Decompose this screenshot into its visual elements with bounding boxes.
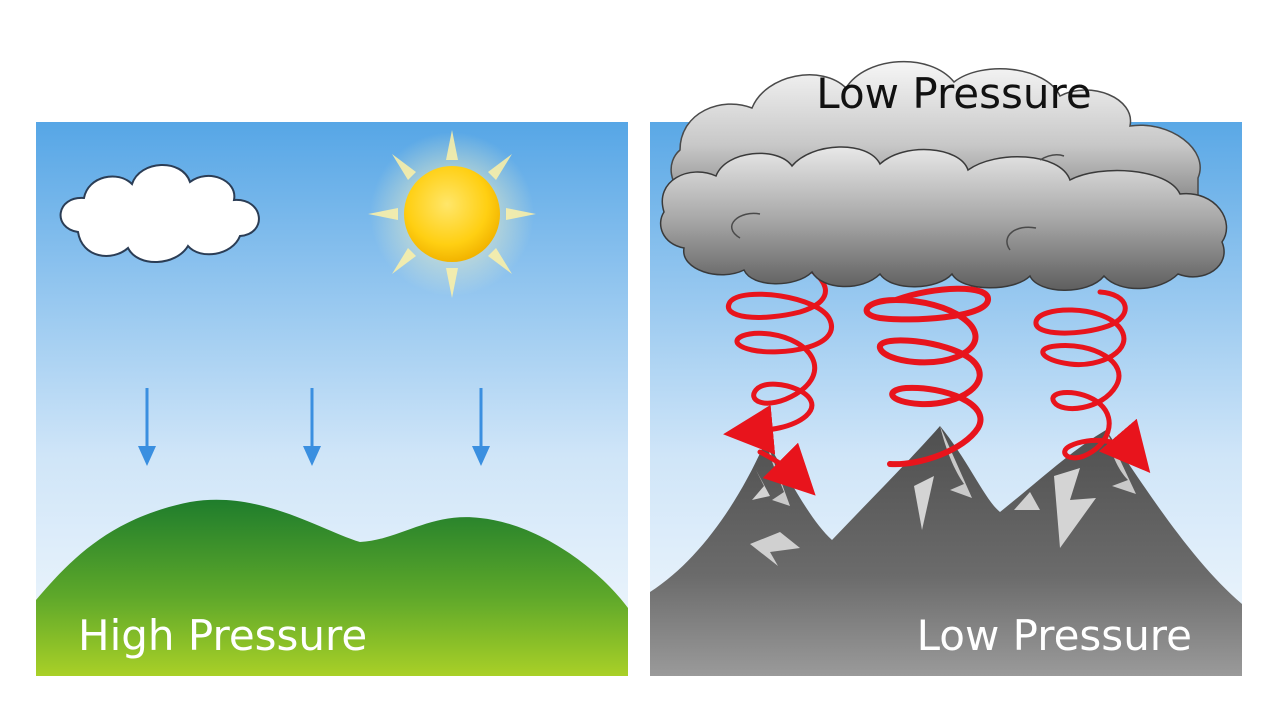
low-pressure-top-label: Low Pressure bbox=[816, 69, 1091, 118]
spiral-arrow-icon bbox=[723, 255, 834, 496]
green-hills bbox=[36, 499, 628, 676]
spiral-arrow-icon bbox=[863, 285, 991, 468]
mountain-icon bbox=[650, 426, 1242, 676]
low-pressure-panel: Low Pressure Low Pressure bbox=[650, 61, 1242, 676]
down-arrow-icon bbox=[138, 388, 156, 466]
down-arrow-icon bbox=[303, 388, 321, 466]
high-pressure-panel: High Pressure bbox=[36, 122, 628, 676]
sun-icon bbox=[368, 130, 536, 298]
spiral-arrow-icon bbox=[1033, 289, 1151, 473]
storm-cloud-icon bbox=[659, 61, 1228, 291]
down-arrow-icon bbox=[472, 388, 490, 466]
high-pressure-label: High Pressure bbox=[78, 611, 367, 660]
cloud-icon bbox=[59, 164, 260, 263]
low-pressure-bottom-label: Low Pressure bbox=[917, 611, 1192, 660]
